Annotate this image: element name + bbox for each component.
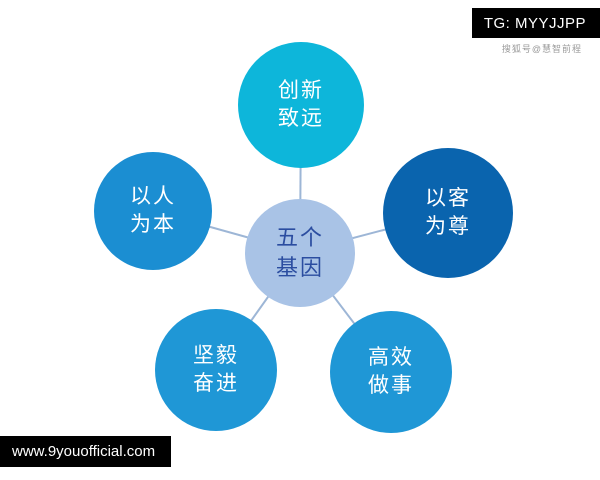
circle-label-line: 为尊 <box>425 215 471 238</box>
center-label-line: 基因 <box>275 255 324 280</box>
circle-customer-first: 以客 为尊 <box>383 148 513 278</box>
sohu-watermark: 搜狐号@慧智前程 <box>502 42 582 55</box>
website-watermark: www.9youofficial.com <box>0 436 172 467</box>
circle-label-line: 高效 <box>368 345 414 369</box>
circle-people-oriented: 以人 为本 <box>94 152 212 270</box>
circle-label-line: 坚毅 <box>193 343 239 367</box>
circle-label-line: 为本 <box>130 213 176 236</box>
circle-efficiency: 高效 做事 <box>330 311 452 433</box>
circle-center-five-genes: 五个 基因 <box>245 199 355 307</box>
circle-label-line: 创新 <box>278 78 324 102</box>
center-label-line: 五个 <box>275 225 324 251</box>
sohu-watermark-text: 搜狐号@慧智前程 <box>501 44 582 54</box>
circle-label-line: 做事 <box>368 374 414 397</box>
circle-perseverance: 坚毅 奋进 <box>155 309 277 431</box>
circle-label-line: 致远 <box>278 107 324 130</box>
telegram-watermark-text: TG: MYYJJPP <box>483 14 586 32</box>
circle-label-line: 奋进 <box>193 372 239 395</box>
circle-innovation: 创新 致远 <box>238 42 364 168</box>
website-watermark-text: www.9youofficial.com <box>12 443 156 460</box>
circle-label-line: 以客 <box>425 186 471 210</box>
circle-label-line: 以人 <box>130 184 176 208</box>
telegram-watermark: TG: MYYJJPP <box>471 8 600 38</box>
